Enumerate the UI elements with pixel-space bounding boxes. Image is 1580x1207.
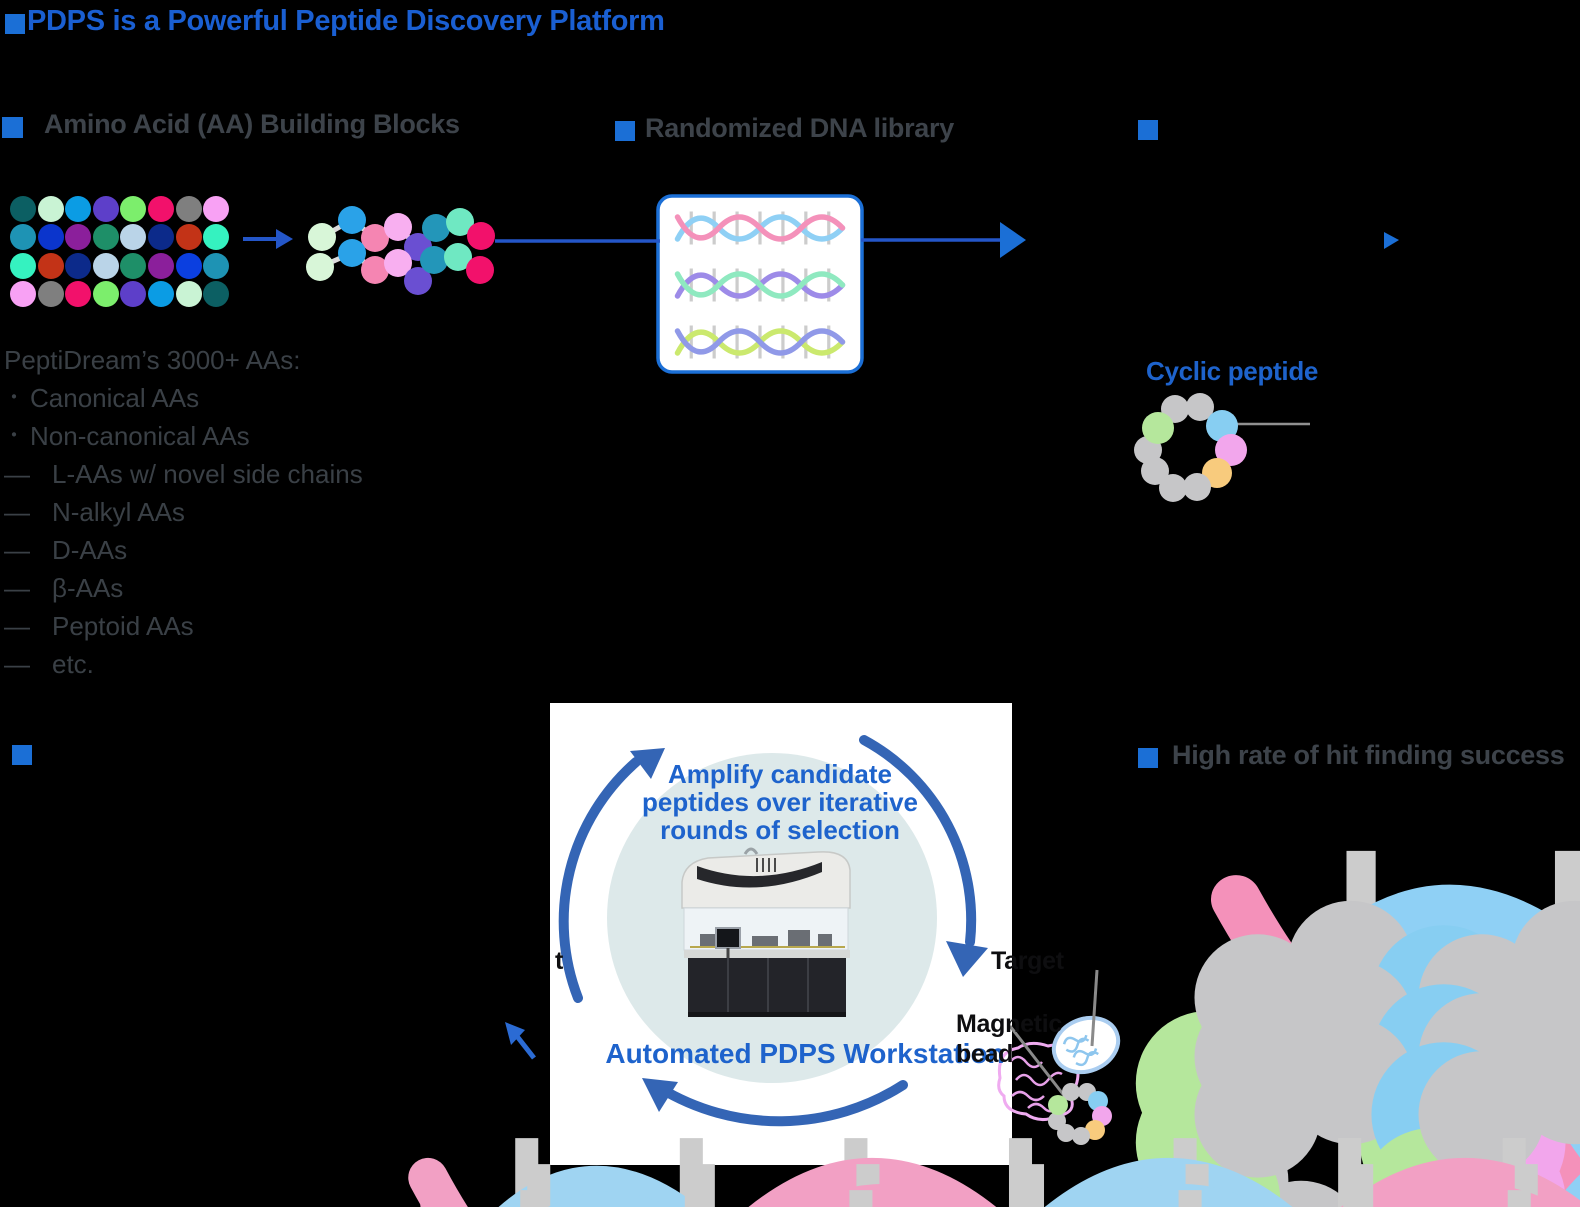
- amino-acid-dot: [92, 196, 119, 222]
- amino-acid-dot: [37, 281, 64, 308]
- amino-acid-dot: [92, 252, 119, 279]
- amino-acid-dot: [65, 252, 92, 279]
- amplify-caption: Amplify candidate peptides over iterativ…: [642, 759, 918, 845]
- amino-acid-dot: [175, 196, 202, 222]
- eluted-dna-strand: [505, 1022, 536, 1060]
- small-arrowhead: [1384, 232, 1399, 249]
- dash-icon: —: [4, 649, 30, 679]
- dash-icon: —: [4, 611, 30, 641]
- amino-acid-dot: [148, 252, 174, 279]
- magnetic-bead-label: Magnetic bead: [956, 1010, 1062, 1068]
- list-title: PeptiDream’s 3000+ AAs:: [4, 345, 301, 375]
- workstation-machine-image: [681, 847, 851, 1017]
- selected-peptide-dna: [1048, 1083, 1112, 1145]
- dash-icon: —: [4, 573, 30, 603]
- list-item: ・ Non-canonical AAs: [4, 417, 363, 455]
- amino-acid-dot: [120, 196, 147, 222]
- annotation-lines: [1008, 969, 1099, 1099]
- amino-acid-dot: [37, 252, 64, 279]
- amino-acid-dot: [175, 224, 202, 251]
- list-item: — L-AAs w/ novel side chains: [4, 455, 363, 493]
- cyclic-peptide-label: Cyclic peptide: [1146, 356, 1319, 386]
- amino-acid-dot: [120, 224, 147, 251]
- amino-acid-dot: [10, 196, 36, 222]
- amino-acid-dot: [10, 281, 36, 308]
- list-item: ・ Canonical AAs: [4, 379, 363, 417]
- title-square-icon: [5, 14, 25, 34]
- amino-acid-dot: [148, 224, 174, 251]
- list-item: — N-alkyl AAs: [4, 493, 363, 531]
- selection-cycle-arrows: [558, 735, 977, 1127]
- amino-acid-dot: [120, 252, 147, 279]
- bullet-icon: ・: [4, 425, 24, 447]
- dna-library-heading: Randomized DNA library: [645, 113, 954, 143]
- amino-acid-dot: [148, 281, 174, 308]
- dash-icon: —: [4, 459, 30, 489]
- dash-icon: —: [4, 497, 30, 527]
- amino-acid-dot: [175, 281, 202, 308]
- amino-acid-dot: [65, 281, 92, 308]
- section-square-icon: [615, 121, 635, 141]
- dash-icon: —: [4, 535, 30, 565]
- workstation-label: Automated PDPS Workstation: [605, 1038, 1005, 1069]
- amino-acid-dot: [92, 281, 119, 308]
- cyclic-peptide-large: [1134, 393, 1580, 1142]
- hit-finding-heading: High rate of hit finding success: [1172, 740, 1565, 770]
- list-item: — etc.: [4, 645, 363, 683]
- amino-acid-dot: [203, 224, 230, 251]
- list-item: — Peptoid AAs: [4, 607, 363, 645]
- list-item: — β-AAs: [4, 569, 363, 607]
- amino-acid-dot: [203, 281, 230, 308]
- cycle-arrowheads: [630, 748, 988, 1112]
- amino-acid-dot: [65, 224, 92, 251]
- amino-acid-dot: [37, 224, 64, 251]
- amino-acid-dot: [203, 252, 230, 279]
- amino-acid-heading: Amino Acid (AA) Building Blocks: [44, 109, 460, 139]
- section-square-icon: [2, 117, 23, 138]
- amino-acid-dot: [120, 281, 147, 308]
- amino-acid-dot: [10, 252, 36, 279]
- section-square-icon: [1138, 120, 1158, 140]
- amino-acid-dot: [92, 224, 119, 251]
- section-square-icon: [12, 745, 32, 765]
- amino-acid-dot: [65, 196, 92, 222]
- amino-acid-dot: [37, 196, 64, 222]
- amino-acid-dot: [10, 224, 36, 251]
- arrow-grid-to-chain: [243, 229, 293, 249]
- amino-acid-dot: [203, 196, 230, 222]
- bullet-icon: ・: [4, 387, 24, 409]
- target-cell-graphic: [1051, 1015, 1121, 1075]
- amino-acid-list: PeptiDream’s 3000+ AAs: ・ Canonical AAs …: [4, 341, 363, 683]
- partial-label: t: [555, 947, 564, 975]
- amino-acid-dot: [148, 196, 174, 222]
- arrow-box-to-display: [861, 222, 1026, 258]
- list-item: — D-AAs: [4, 531, 363, 569]
- peptide-chain-cluster: [306, 206, 495, 295]
- target-label: Target: [991, 947, 1064, 975]
- page-title: PDPS is a Powerful Peptide Discovery Pla…: [27, 5, 665, 37]
- amino-acid-dot: [175, 252, 202, 279]
- section-square-icon: [1138, 748, 1158, 768]
